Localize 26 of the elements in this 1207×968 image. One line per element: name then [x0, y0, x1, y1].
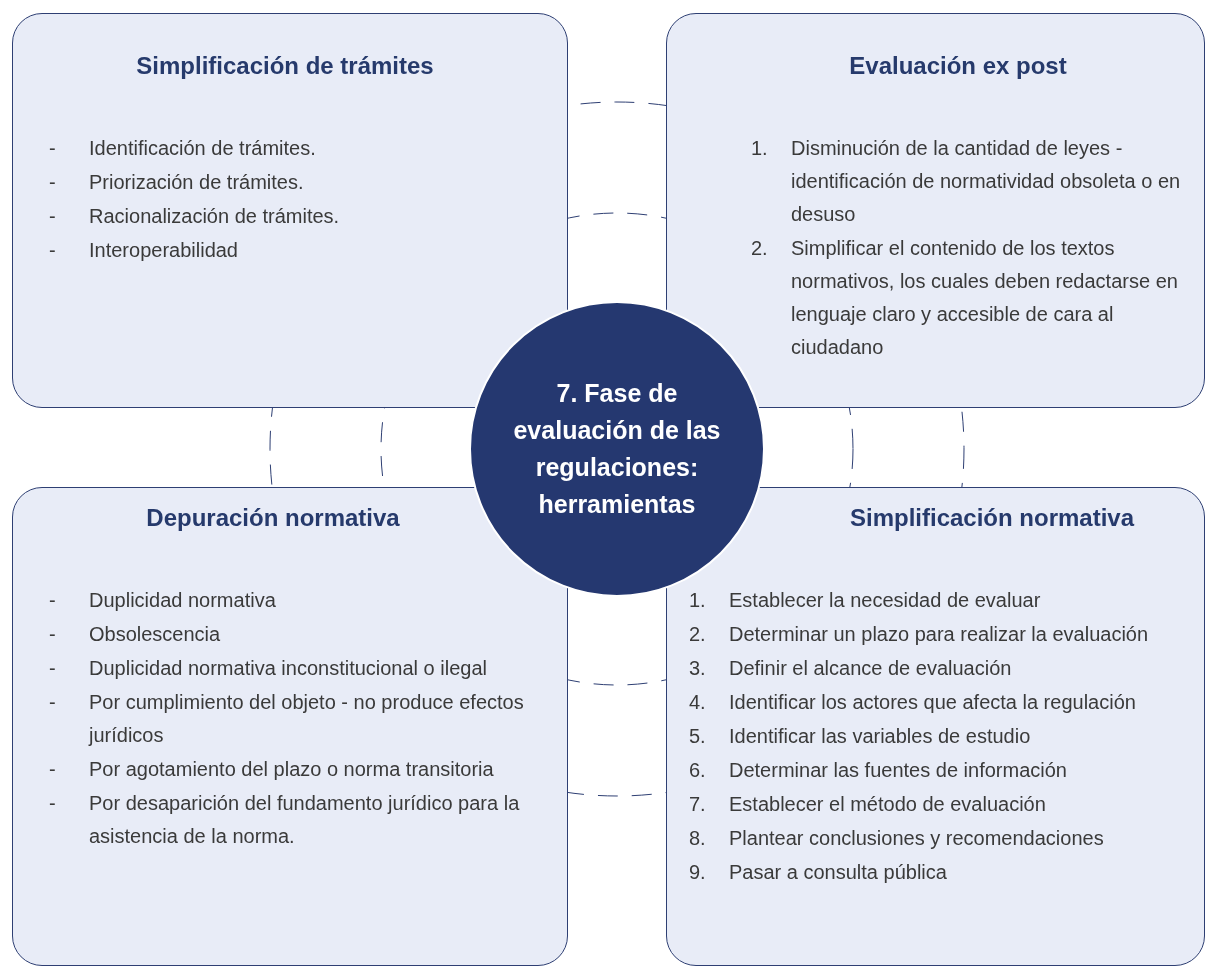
card-heading: Evaluación ex post: [848, 52, 1068, 80]
center-title: 7. Fase de evaluación de las regulaciones: herramientas: [512, 378, 722, 520]
list-item: - Por agotamiento del plazo o norma transitoria: [49, 757, 495, 782]
list-item: 8. Plantear conclusiones y recomendaciones: [689, 826, 1105, 851]
list-item: - Interoperabilidad: [49, 238, 239, 263]
list-item: 3. Definir el alcance de evaluación: [689, 656, 1013, 681]
card-heading: Simplificación de trámites: [135, 52, 435, 80]
list-item: - Por cumplimiento del objeto - no produce efectos jurídicos: [49, 690, 525, 748]
list-item: 5. Identificar las variables de estudio: [689, 724, 1032, 749]
list-item: 2. Simplificar el contenido de los textos normativos, los cuales deben redactarse en lenguaje claro y accesible de cara al ciudadano: [751, 236, 1179, 360]
list-item: 7. Establecer el método de evaluación: [689, 792, 1047, 817]
list-item: - Obsolescencia: [49, 622, 222, 647]
list-item: 1. Establecer la necesidad de evaluar: [689, 588, 1042, 613]
list-item: - Racionalización de trámites.: [49, 204, 341, 229]
list-item: - Duplicidad normativa: [49, 588, 277, 613]
list-item: - Priorización de trámites.: [49, 170, 305, 195]
list-item: 6. Determinar las fuentes de información: [689, 758, 1068, 783]
list-item: 2. Determinar un plazo para realizar la evaluación: [689, 622, 1150, 647]
card-heading: Simplificación normativa: [848, 504, 1136, 532]
list-item: - Por desaparición del fundamento jurídico para la asistencia de la norma.: [49, 791, 521, 849]
list-item: 9. Pasar a consulta pública: [689, 860, 948, 885]
list-item: 1. Disminución de la cantidad de leyes - identificación de normatividad obsoleta o en desuso: [751, 136, 1182, 227]
card-heading: Depuración normativa: [145, 504, 401, 532]
list-item: - Identificación de trámites.: [49, 136, 317, 161]
list-item: - Duplicidad normativa inconstitucional o ilegal: [49, 656, 488, 681]
list-item: 4. Identificar los actores que afecta la regulación: [689, 690, 1137, 715]
